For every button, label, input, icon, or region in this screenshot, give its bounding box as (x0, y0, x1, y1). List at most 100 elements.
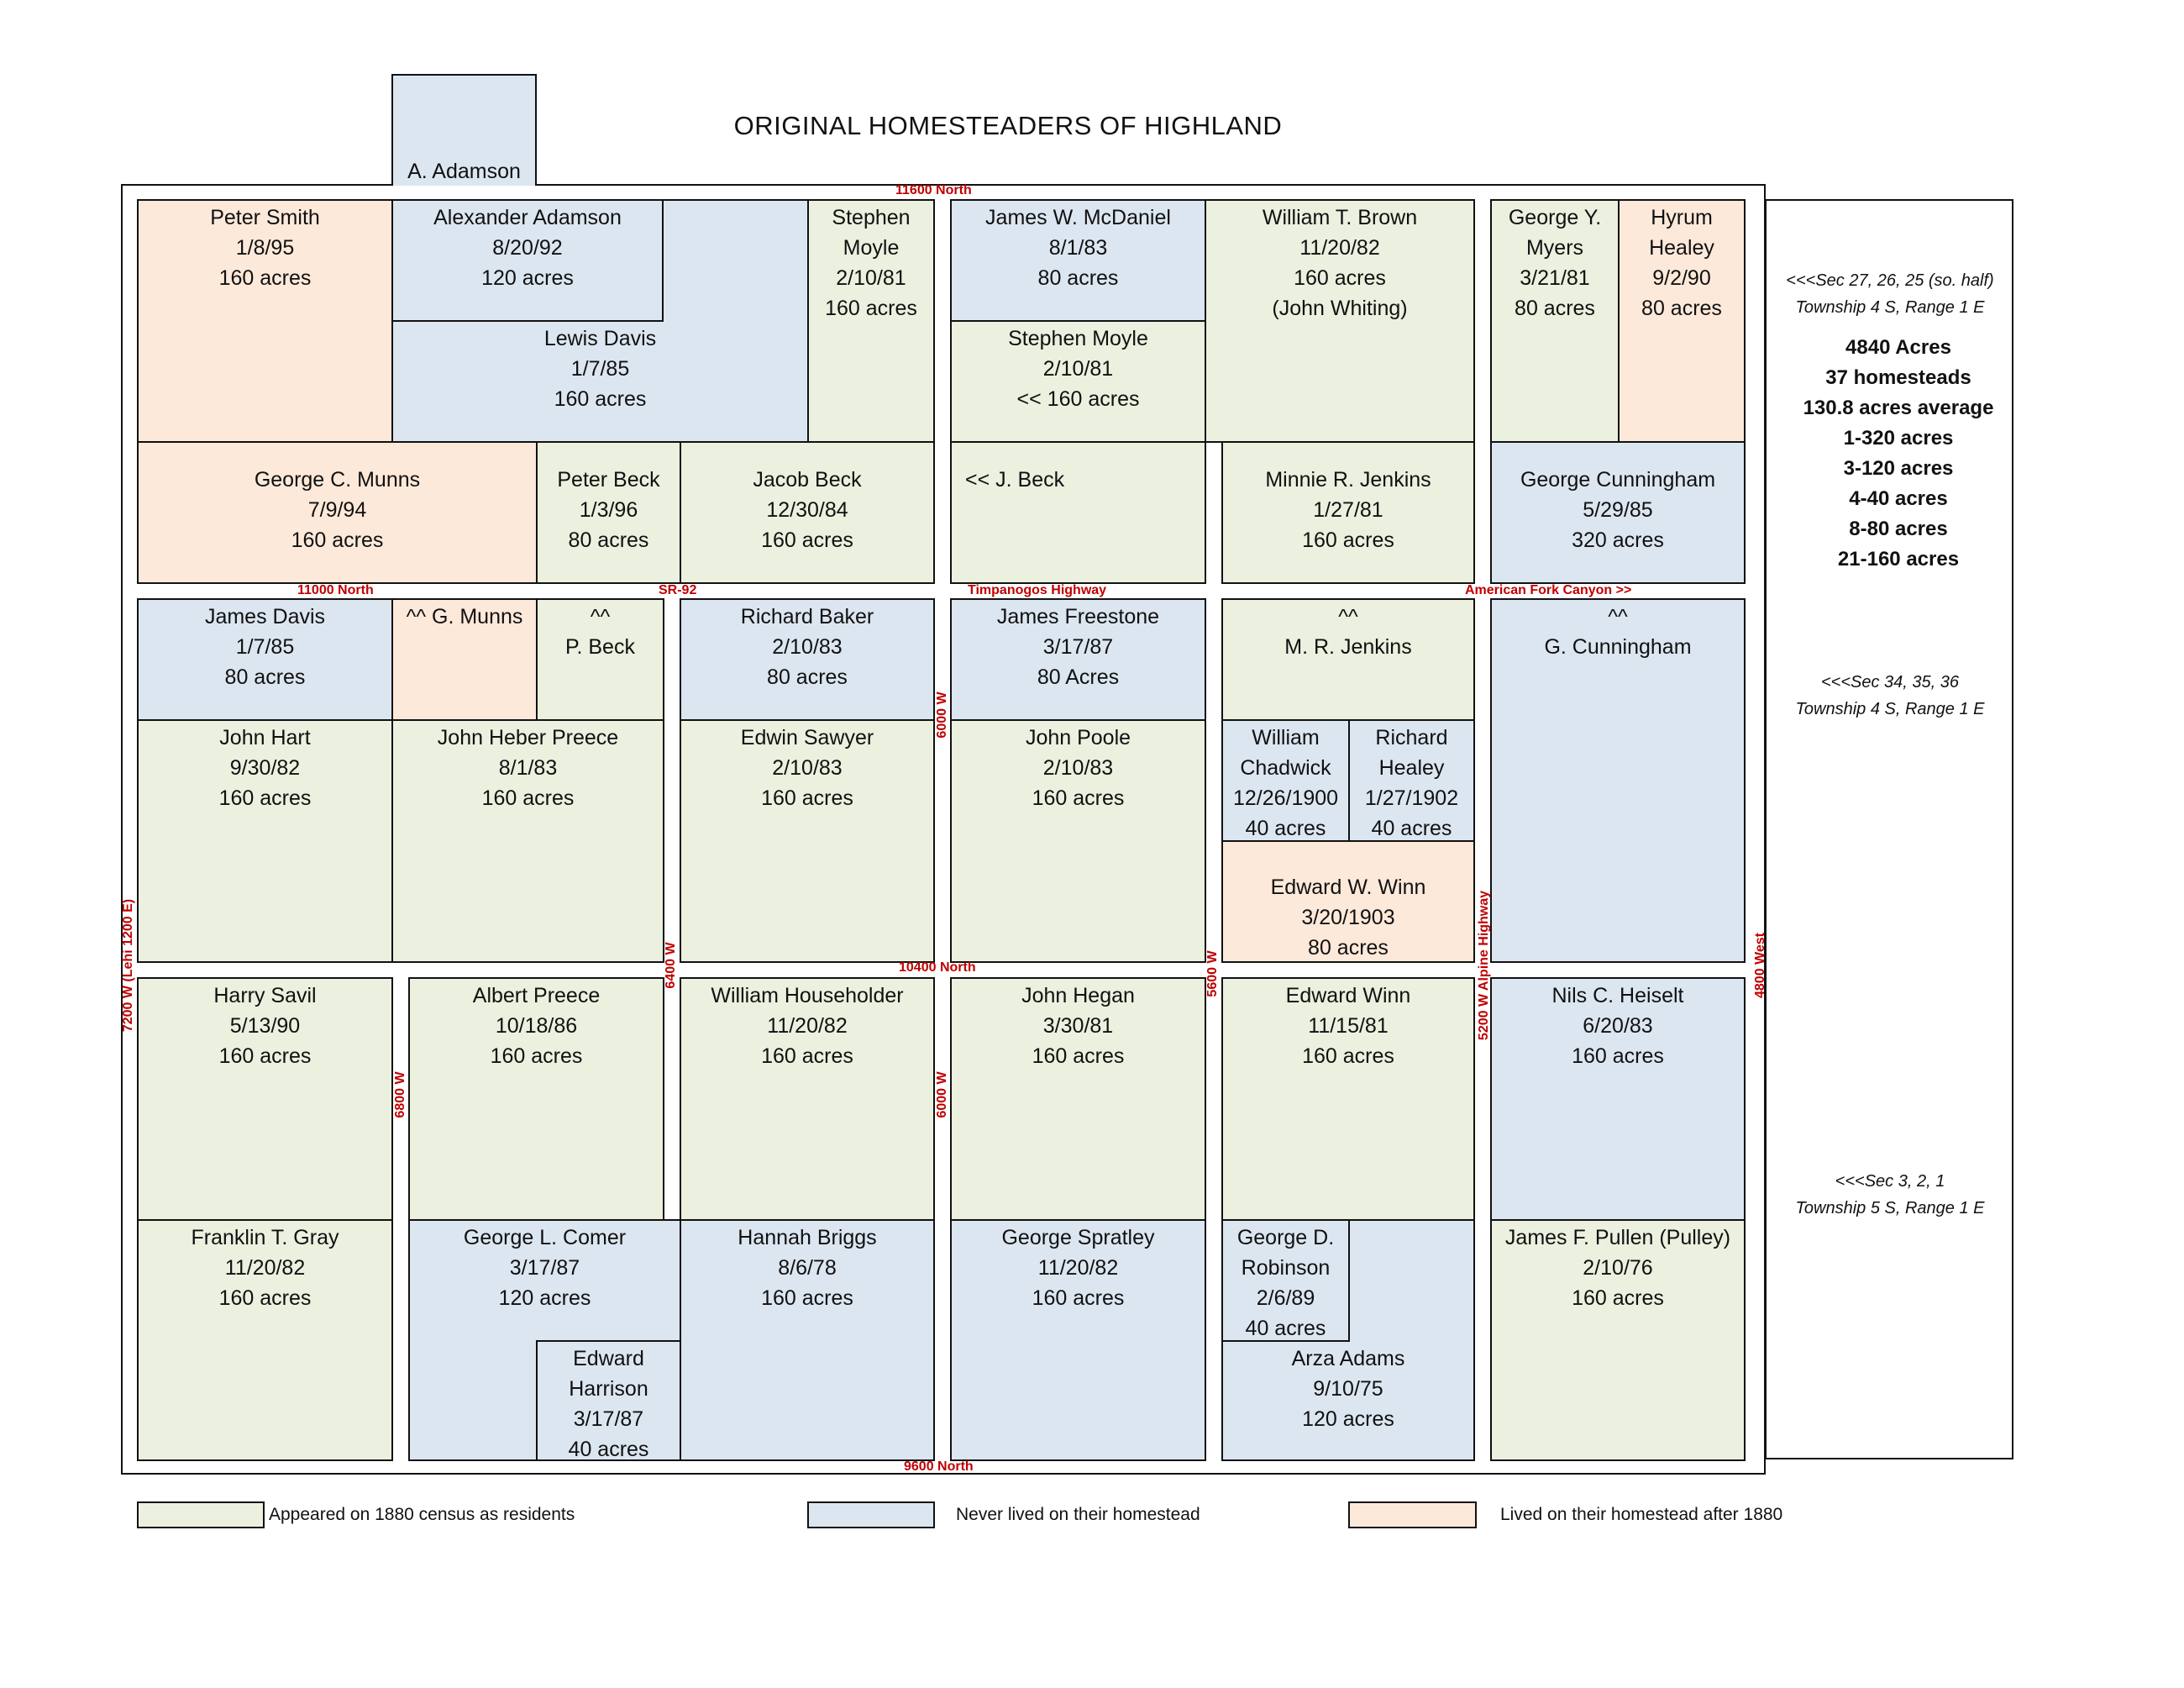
road-american-fork-canyon: American Fork Canyon >> (1465, 583, 1632, 597)
parcel-text-line: 160 acres (1294, 266, 1386, 290)
section-top-line2: Township 4 S, Range 1 E (1795, 298, 1985, 317)
parcel-text-line: Edward Winn (1285, 984, 1411, 1007)
parcel-text-line: 3/20/1903 (1301, 906, 1395, 929)
parcel-text-line: 5/13/90 (229, 1014, 301, 1038)
parcel-text-line: 80 acres (224, 665, 306, 689)
parcel-text-line: John Hart (219, 726, 311, 749)
parcel-text-line: John Hegan (1021, 984, 1135, 1007)
section-middle-line2: Township 4 S, Range 1 E (1795, 700, 1985, 718)
parcel-text-line: 2/6/89 (1256, 1286, 1315, 1310)
parcel-text-line: Moyle (843, 236, 900, 260)
parcel-text-line: 8/20/92 (492, 236, 563, 260)
parcel-text-line: James Freestone (996, 605, 1160, 628)
parcel-text-line: Myers (1525, 236, 1584, 260)
parcel-text-line: 1/27/1902 (1364, 786, 1459, 810)
parcel-text-line: 120 acres (1302, 1407, 1394, 1431)
parcel-text-line: John Poole (1025, 726, 1131, 749)
parcel-text-line: 120 acres (481, 266, 574, 290)
road-10400-north: 10400 North (899, 960, 976, 975)
legend-swatch-blue (807, 1501, 935, 1528)
parcel-text-line: M. R. Jenkins (1284, 635, 1412, 659)
parcel-g-munns-cont: ^^ G. Munns (391, 598, 538, 721)
parcel-text-line: << J. Beck (965, 468, 1065, 492)
parcel-text-line: 160 acres (481, 786, 575, 810)
legend-label-green: Appeared on 1880 census as residents (269, 1505, 575, 1524)
parcel-text-line: George C. Munns (254, 468, 421, 492)
road-11600-north: 11600 North (895, 183, 972, 197)
parcel-text-line: Alexander Adamson (433, 206, 622, 229)
parcel-text-line: 160 acres (1032, 1286, 1125, 1310)
parcel-text-line: Edward (573, 1347, 644, 1370)
map-title: ORIGINAL HOMESTEADERS OF HIGHLAND (733, 111, 1283, 140)
parcel-text-line: Nils C. Heiselt (1551, 984, 1684, 1007)
parcel-text-line: 8/1/83 (1048, 236, 1108, 260)
parcel-text-line: 80 acres (1037, 266, 1119, 290)
parcel-text-line: 9/30/82 (229, 756, 301, 780)
parcel-text-line: 80 acres (1515, 297, 1595, 320)
section-note-middle: <<<Sec 34, 35, 36 Township 4 S, Range 1 … (1772, 669, 2008, 723)
parcel-text-line: 40 acres (1371, 817, 1452, 840)
section-top-line1: <<<Sec 27, 26, 25 (so. half) (1786, 271, 1994, 290)
parcel-a-adamson: A. Adamson (391, 74, 537, 186)
road-sr-92: SR-92 (659, 583, 697, 597)
parcel-text-line: 2/10/76 (1583, 1256, 1653, 1280)
parcel-text-line: 160 acres (761, 786, 853, 810)
parcel-text-line: 80 acres (767, 665, 848, 689)
road-9600-north: 9600 North (904, 1459, 974, 1474)
parcel-text-line: 160 acres (761, 1286, 853, 1310)
parcel-text-line: 160 acres (1302, 528, 1394, 552)
parcel-text-line: 12/26/1900 (1232, 786, 1339, 810)
parcel-text-line: 10/18/86 (495, 1014, 578, 1038)
parcel-text-line: (John Whiting) (1272, 297, 1408, 320)
parcel-text-line: Arza Adams (1291, 1347, 1405, 1370)
parcel-text-line: ^^ (1608, 605, 1628, 628)
parcel-m-r-jenkins-cont: ^^M. R. Jenkins (1221, 598, 1475, 721)
parcel-text-line: ^^ (590, 605, 611, 628)
parcel-text-line: 80 acres (1308, 936, 1389, 960)
parcel-text-line: 1/27/81 (1313, 498, 1383, 522)
parcel-text-line: 11/20/82 (1299, 236, 1380, 260)
parcel-text-line: 2/10/81 (1042, 357, 1114, 381)
parcel-text-line: James F. Pullen (Pulley) (1504, 1226, 1731, 1249)
parcel-text-line: Stephen (832, 206, 911, 229)
parcel-alexander-adamson-ext (662, 199, 809, 322)
parcel-text-line: 320 acres (1572, 528, 1664, 552)
parcel-text-line: 160 acres (490, 1044, 583, 1068)
parcel-text-line: 6/20/83 (1583, 1014, 1653, 1038)
parcel-text-line: Stephen Moyle (1008, 327, 1148, 350)
stat-total-acres: 4840 Acres (1845, 336, 1951, 359)
road-11000-north: 11000 North (297, 583, 374, 597)
road-6000-w-lower: 6000 W (935, 1071, 949, 1118)
parcel-text-line: Edwin Sawyer (740, 726, 874, 749)
parcel-text-line: 1/7/85 (235, 635, 295, 659)
parcel-text-line: 160 acres (761, 528, 853, 552)
road-7200-w: 7200 W (Lehi 1200 E) (121, 898, 135, 1033)
parcel-text-line: 80 Acres (1037, 665, 1120, 689)
parcel-text-line: George Cunningham (1520, 468, 1716, 492)
parcel-text-line: 3/21/81 (1520, 266, 1590, 290)
parcel-text-line: 160 acres (1032, 786, 1125, 810)
parcel-text-line: 11/20/82 (1037, 1256, 1119, 1280)
parcel-alexander-adamson: Alexander Adamson 8/20/92 120 acres (391, 199, 664, 322)
parcel-text-line: 7/9/94 (307, 498, 367, 522)
section-middle-line1: <<<Sec 34, 35, 36 (1820, 673, 1960, 692)
parcel-text-line: 40 acres (568, 1438, 649, 1461)
parcel-text-line: 160 acres (1032, 1044, 1125, 1068)
parcel-text-line: William (1252, 726, 1320, 749)
